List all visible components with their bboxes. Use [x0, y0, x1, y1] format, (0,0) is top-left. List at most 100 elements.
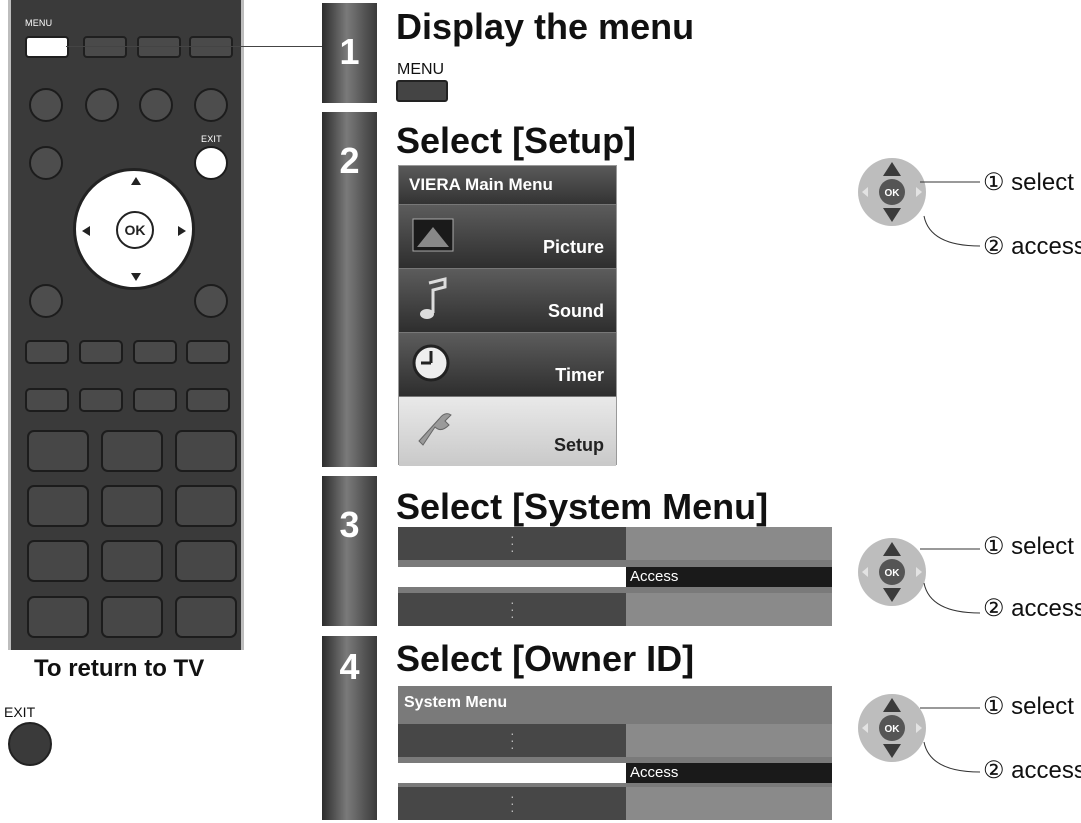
- hint-lines: [920, 181, 981, 247]
- remote-button[interactable]: [137, 36, 181, 58]
- list-row-selected[interactable]: Access: [398, 756, 832, 789]
- select-hint: ① select: [983, 693, 1074, 720]
- menu-item-label: Timer: [555, 365, 604, 385]
- menu-key-label: MENU: [397, 61, 445, 78]
- remote-button[interactable]: [83, 36, 127, 58]
- number-button[interactable]: [27, 430, 89, 472]
- access-hint: ② access: [983, 757, 1081, 784]
- exit-button[interactable]: [8, 722, 52, 766]
- arrow-right-icon[interactable]: [178, 226, 186, 236]
- exit-button[interactable]: [194, 146, 228, 180]
- remote-button[interactable]: [25, 340, 69, 364]
- access-hint: ② access: [983, 233, 1081, 260]
- step-heading: Select [System Menu]: [396, 486, 769, 527]
- number-button[interactable]: [27, 596, 89, 638]
- nav-wheel-icon: OK: [858, 538, 926, 606]
- access-value: Access: [626, 763, 832, 783]
- list-row-selected[interactable]: Access: [398, 560, 832, 593]
- remote-button[interactable]: [194, 88, 228, 122]
- remote-button[interactable]: [133, 388, 177, 412]
- remote-button[interactable]: [79, 340, 123, 364]
- exit-label: EXIT: [4, 704, 36, 720]
- menu-item-label: Sound: [548, 301, 604, 321]
- step-tab-2: 2: [322, 112, 377, 467]
- arrow-left-icon[interactable]: [82, 226, 90, 236]
- timer-icon: [412, 344, 450, 382]
- menu-item-label: Setup: [553, 435, 604, 455]
- system-menu-list: System Menu ··· Access ···: [398, 686, 832, 820]
- access-value: Access: [626, 567, 832, 587]
- nav-wheel-icon: OK: [858, 158, 926, 226]
- step-tab-4: 4: [322, 636, 377, 820]
- remote-button[interactable]: [194, 284, 228, 318]
- sound-icon: [420, 277, 447, 319]
- return-to-tv-text: To return to TV: [34, 655, 205, 682]
- list-row[interactable]: ···: [398, 724, 832, 757]
- remote-button[interactable]: [133, 340, 177, 364]
- remote-button[interactable]: [189, 36, 233, 58]
- step-heading: Display the menu: [396, 6, 695, 47]
- list-row[interactable]: ···: [398, 527, 832, 560]
- number-button[interactable]: [175, 540, 237, 582]
- step-number: 1: [339, 31, 360, 72]
- main-menu-title: VIERA Main Menu: [399, 166, 616, 204]
- exit-button-label: EXIT: [201, 134, 222, 144]
- menu-item-timer[interactable]: Timer: [399, 332, 616, 396]
- svg-text:OK: OK: [885, 188, 901, 199]
- select-hint: ① select: [983, 169, 1074, 196]
- nav-wheel-icon: OK: [858, 694, 926, 762]
- remote-button[interactable]: [25, 388, 69, 412]
- ellipsis-dots: ···: [510, 528, 515, 558]
- ellipsis-dots: ···: [510, 788, 515, 818]
- menu-button-label: MENU: [25, 18, 53, 28]
- number-button[interactable]: [101, 540, 163, 582]
- menu-item-picture[interactable]: Picture: [399, 204, 616, 268]
- remote-button[interactable]: [186, 388, 230, 412]
- arrow-up-icon[interactable]: [131, 177, 141, 185]
- number-button[interactable]: [175, 430, 237, 472]
- number-button[interactable]: [175, 596, 237, 638]
- remote-button[interactable]: [29, 146, 63, 180]
- menu-button[interactable]: [25, 36, 69, 58]
- svg-text:OK: OK: [885, 568, 901, 579]
- remote-button[interactable]: [186, 340, 230, 364]
- remote-button[interactable]: [139, 88, 173, 122]
- select-hint: ① select: [983, 533, 1074, 560]
- menu-item-sound[interactable]: Sound: [399, 268, 616, 332]
- system-menu-title: System Menu: [404, 694, 508, 711]
- ellipsis-dots: ···: [510, 725, 515, 755]
- remote-button[interactable]: [79, 388, 123, 412]
- menu-key: [396, 80, 448, 102]
- number-button[interactable]: [27, 485, 89, 527]
- number-button[interactable]: [175, 485, 237, 527]
- step-tab-1: 1: [322, 3, 377, 103]
- list-row[interactable]: ···: [398, 593, 832, 626]
- picture-icon: [412, 218, 454, 252]
- arrow-down-icon[interactable]: [131, 273, 141, 281]
- setup-menu-list: ··· Access ···: [398, 527, 832, 626]
- setup-icon: [418, 413, 452, 446]
- step-number: 3: [339, 504, 360, 545]
- list-row[interactable]: ···: [398, 787, 832, 820]
- menu-item-setup[interactable]: Setup: [399, 396, 616, 466]
- remote-button[interactable]: [85, 88, 119, 122]
- number-button[interactable]: [101, 485, 163, 527]
- connector-line: [66, 46, 328, 47]
- ellipsis-dots: ···: [510, 594, 515, 624]
- hint-lines: [920, 548, 981, 614]
- number-button[interactable]: [101, 430, 163, 472]
- ok-button[interactable]: OK: [116, 211, 154, 249]
- remote-control: MENU EXIT OK: [8, 0, 244, 650]
- access-hint: ② access: [983, 595, 1081, 622]
- number-button[interactable]: [27, 540, 89, 582]
- step-heading: Select [Setup]: [396, 120, 637, 161]
- remote-button[interactable]: [29, 88, 63, 122]
- dpad[interactable]: OK: [73, 168, 195, 290]
- svg-text:OK: OK: [885, 724, 901, 735]
- hint-lines: [920, 707, 981, 773]
- step-number: 2: [339, 140, 360, 181]
- menu-item-label: Picture: [542, 237, 604, 257]
- remote-button[interactable]: [29, 284, 63, 318]
- number-button[interactable]: [101, 596, 163, 638]
- step-heading: Select [Owner ID]: [396, 638, 695, 679]
